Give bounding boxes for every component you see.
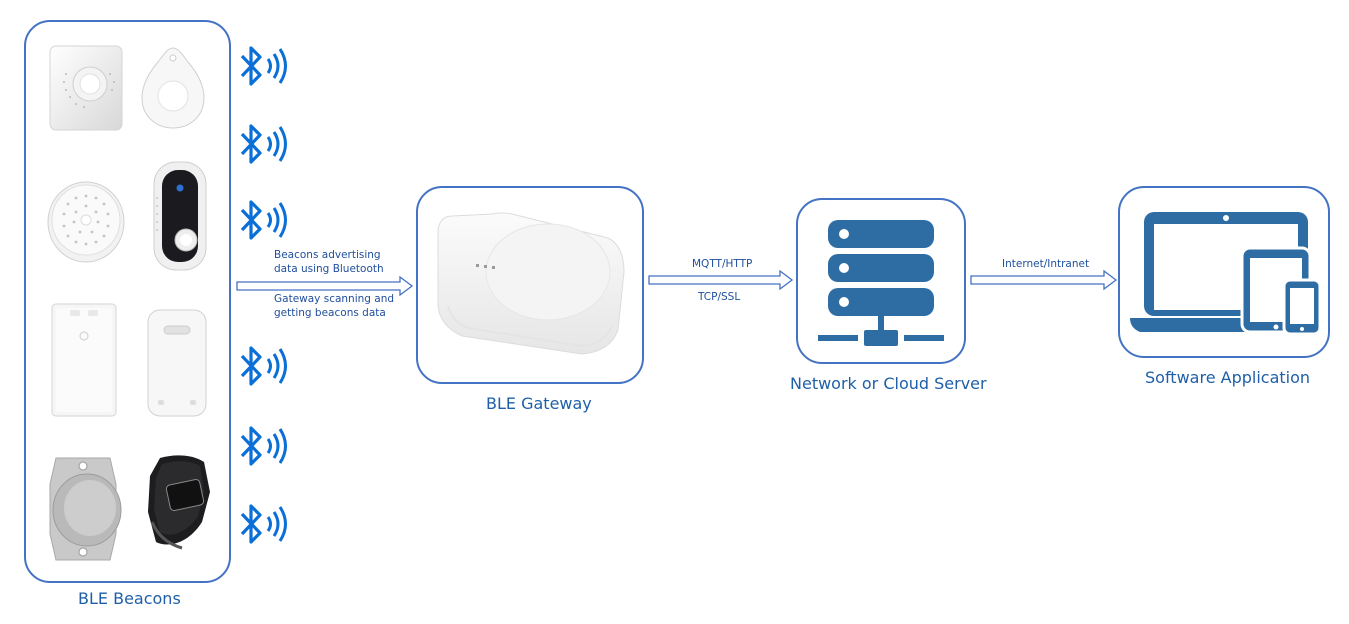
- link-text-mqtt: MQTT/HTTP: [692, 258, 753, 270]
- beacon-doorbell: [148, 158, 212, 274]
- server-label: Network or Cloud Server: [790, 374, 987, 393]
- link-text-internet: Internet/Intranet: [1002, 258, 1090, 270]
- gateway-device: [432, 206, 628, 356]
- beacon-round-sensor: [44, 174, 128, 266]
- beacon-card-tag: [48, 300, 120, 420]
- beacon-square-sensor: [48, 44, 124, 132]
- devices-icon: [1128, 206, 1324, 336]
- link-text-advertising-1: Beacons advertising: [274, 249, 381, 261]
- arrow-server-to-app: [970, 270, 1118, 290]
- link-text-advertising-2: data using Bluetooth: [274, 263, 384, 275]
- arrow-beacons-to-gateway: [236, 276, 414, 296]
- beacons-label: BLE Beacons: [78, 589, 181, 608]
- link-text-scanning-2: getting beacons data: [274, 307, 386, 319]
- app-label: Software Application: [1145, 368, 1311, 387]
- beacon-teardrop-tag: [138, 44, 208, 132]
- gateway-panel: [416, 186, 644, 384]
- bluetooth-signal-icon: [234, 120, 294, 170]
- beacon-grey-puck: [40, 454, 126, 564]
- gateway-label: BLE Gateway: [486, 394, 592, 413]
- bluetooth-signal-icon: [234, 342, 294, 392]
- bluetooth-signal-icon: [234, 42, 294, 92]
- beacon-rounded-tag: [144, 306, 210, 420]
- link-text-scanning-1: Gateway scanning and: [274, 293, 395, 305]
- server-panel: [796, 198, 966, 364]
- bluetooth-signal-icon: [234, 196, 294, 246]
- beacon-wristband: [138, 452, 218, 552]
- server-rack-icon: [816, 216, 946, 350]
- arrow-gateway-to-server: [648, 270, 794, 290]
- bluetooth-signal-icon: [234, 422, 294, 472]
- link-text-tcp: TCP/SSL: [698, 291, 741, 303]
- beacons-panel: [24, 20, 231, 583]
- app-panel: [1118, 186, 1330, 358]
- bluetooth-signal-icon: [234, 500, 294, 550]
